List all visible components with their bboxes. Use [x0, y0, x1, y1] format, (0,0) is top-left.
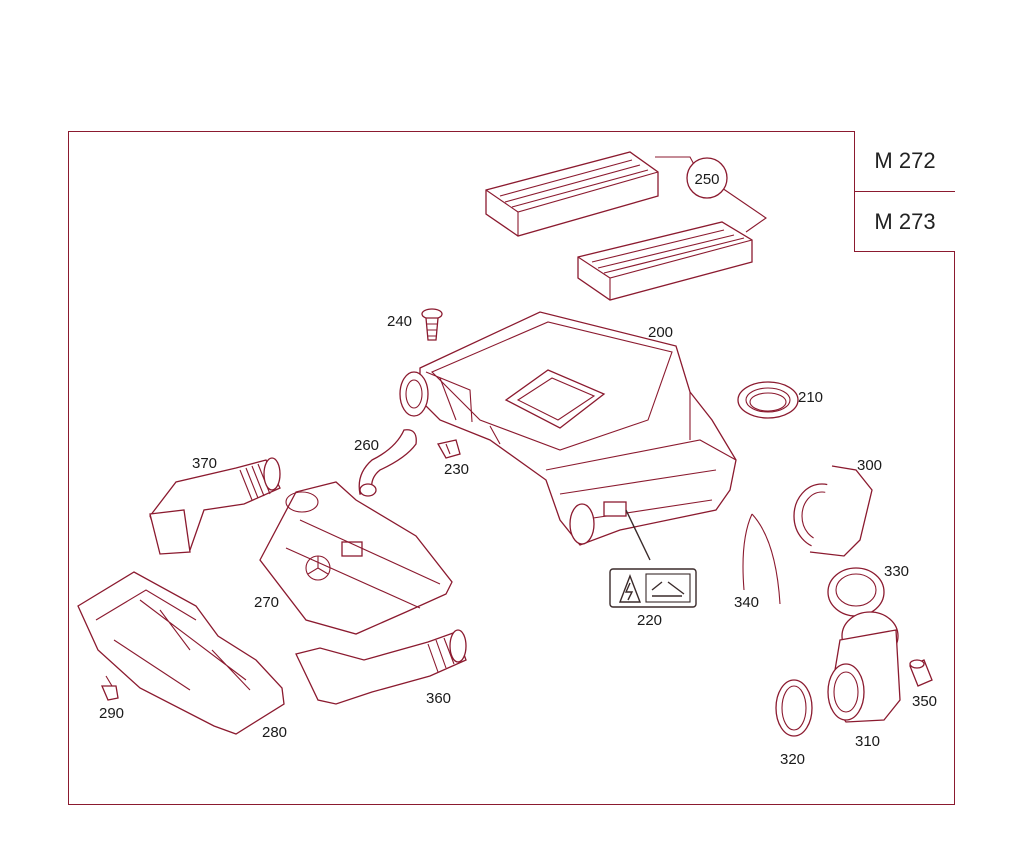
- air-filter-elements[interactable]: [485, 151, 767, 301]
- label-240: 240: [387, 313, 412, 330]
- air-filter-housing[interactable]: [399, 311, 737, 546]
- label-210: 210: [798, 389, 823, 406]
- label-350: 350: [912, 693, 937, 710]
- intake-connector-310[interactable]: [827, 611, 901, 723]
- hose-260[interactable]: [358, 429, 417, 497]
- label-230: 230: [444, 461, 469, 478]
- label-circle-250: [686, 157, 728, 199]
- diagram-frame: [68, 131, 955, 805]
- label-290: 290: [99, 705, 124, 722]
- seal-ring-210[interactable]: [737, 381, 799, 419]
- label-370: 370: [192, 455, 217, 472]
- seal-340[interactable]: [742, 513, 781, 605]
- leader-220: [625, 509, 651, 561]
- clip-230[interactable]: [436, 439, 461, 459]
- label-280: 280: [262, 724, 287, 741]
- engine-cover-270[interactable]: [259, 481, 453, 635]
- label-250: 250: [694, 171, 719, 188]
- label-360: 360: [426, 690, 451, 707]
- plug-350[interactable]: [909, 659, 933, 687]
- engine-m272: M 272: [874, 148, 936, 173]
- label-340: 340: [734, 594, 759, 611]
- label-260: 260: [354, 437, 379, 454]
- mass-air-sensor-300[interactable]: [793, 465, 873, 557]
- label-220: 220: [637, 612, 662, 629]
- clamp-330[interactable]: [827, 567, 885, 617]
- engine-m273: M 273: [855, 191, 955, 251]
- seal-320[interactable]: [775, 679, 813, 737]
- screw-240[interactable]: [421, 308, 443, 341]
- label-310: 310: [855, 733, 880, 750]
- label-320: 320: [780, 751, 805, 768]
- clip-290[interactable]: [101, 675, 119, 701]
- label-200: 200: [648, 324, 673, 341]
- label-330: 330: [884, 563, 909, 580]
- air-duct-360[interactable]: [295, 629, 467, 705]
- air-duct-370[interactable]: [149, 457, 281, 555]
- warning-sticker-220[interactable]: [609, 568, 697, 608]
- label-300: 300: [857, 457, 882, 474]
- label-270: 270: [254, 594, 279, 611]
- engine-variant-table: M 272 M 273: [854, 131, 955, 252]
- panel-280[interactable]: [77, 571, 285, 735]
